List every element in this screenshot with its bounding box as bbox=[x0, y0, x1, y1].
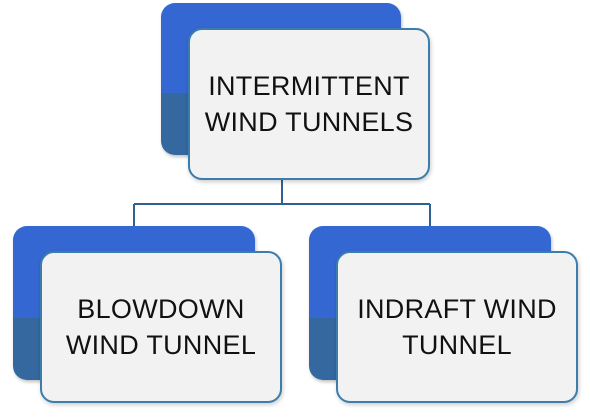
node-right-card: INDRAFT WIND TUNNEL bbox=[336, 251, 578, 403]
node-left-label: BLOWDOWN WIND TUNNEL bbox=[65, 294, 257, 360]
node-root-card: INTERMITTENT WIND TUNNELS bbox=[188, 28, 430, 180]
node-left-card: BLOWDOWN WIND TUNNEL bbox=[40, 251, 282, 403]
node-right-label: INDRAFT WIND TUNNEL bbox=[357, 294, 557, 360]
node-root-label: INTERMITTENT WIND TUNNELS bbox=[204, 71, 414, 137]
